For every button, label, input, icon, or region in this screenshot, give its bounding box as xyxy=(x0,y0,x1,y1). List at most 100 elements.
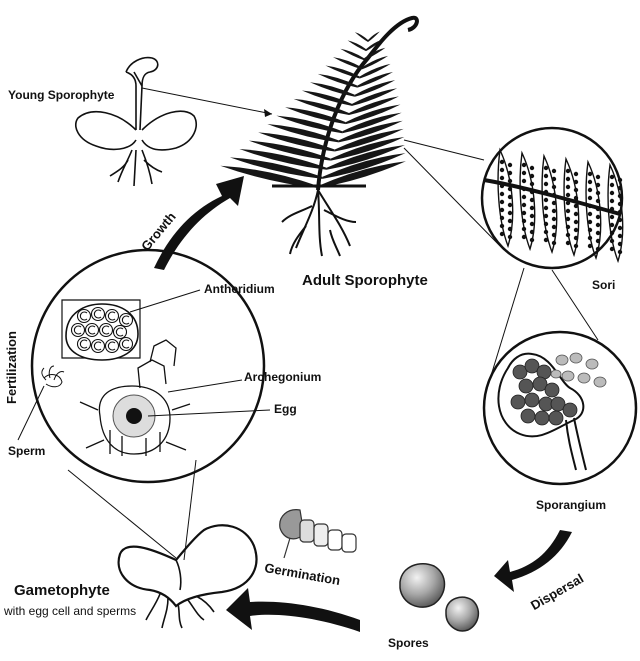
sorus-dot xyxy=(609,222,615,228)
sorus-dot xyxy=(521,170,527,176)
sorus-dot xyxy=(573,195,579,201)
sorus-dot xyxy=(521,178,527,184)
sorus-dot xyxy=(551,232,557,238)
sorus-dot xyxy=(565,192,571,198)
antheridium-cell xyxy=(90,306,106,322)
pinna xyxy=(326,145,405,170)
spore-cell xyxy=(534,410,550,426)
spore-cell xyxy=(512,364,528,380)
sorus-dot xyxy=(617,225,623,231)
sporangium-magnifier xyxy=(482,330,638,486)
antheridium-label: Antheridium xyxy=(204,282,275,296)
sorus-dot xyxy=(529,173,535,179)
archegonium-label: Archegonium xyxy=(244,370,322,384)
pinna xyxy=(334,128,404,152)
sperm-coil xyxy=(73,325,82,335)
sorus-dot xyxy=(507,194,513,200)
sorus-dot xyxy=(595,214,601,220)
sorus-dot xyxy=(507,186,513,192)
antheridium-cell xyxy=(118,336,134,352)
sperm-coil xyxy=(101,325,110,335)
sorus-dot xyxy=(543,229,549,235)
pinna xyxy=(293,98,349,115)
sorus-dot xyxy=(573,227,579,233)
sorus-dot xyxy=(595,174,601,180)
sorus-dot xyxy=(595,246,601,252)
sorus-dot xyxy=(507,234,513,240)
spores-illustration xyxy=(399,562,480,632)
pinna xyxy=(318,161,406,188)
sori-label: Sori xyxy=(592,278,616,292)
sorus-dot xyxy=(565,168,571,174)
spore-cell xyxy=(510,394,526,410)
pinna xyxy=(357,72,393,88)
sorus-dot xyxy=(587,219,593,225)
pinna xyxy=(267,123,339,143)
sorus-dot xyxy=(617,193,623,199)
spore-cell xyxy=(524,358,540,374)
sorus-dot xyxy=(543,221,549,227)
sorus-dot xyxy=(529,197,535,203)
pinna xyxy=(220,165,318,188)
sorus-dot xyxy=(521,162,527,168)
germination-illustration xyxy=(279,509,357,559)
pinna xyxy=(276,115,343,134)
sorus-dot xyxy=(529,221,535,227)
sorus-dot xyxy=(543,181,549,187)
sorus-dot xyxy=(529,181,535,187)
sorus-dot xyxy=(609,174,615,180)
sorus-dot xyxy=(529,165,535,171)
pinna xyxy=(229,157,323,179)
sorus-dot xyxy=(499,231,505,237)
sorus-dot xyxy=(551,240,557,246)
sorus-dot xyxy=(551,168,557,174)
antheridium-cell xyxy=(76,308,92,324)
spore-cell xyxy=(524,392,540,408)
sorus-dot xyxy=(507,162,513,168)
sorus-dot xyxy=(529,213,535,219)
spore-cell xyxy=(562,402,578,418)
sorus-dot xyxy=(543,205,549,211)
sporangium-label: Sporangium xyxy=(536,498,607,512)
pinna xyxy=(354,32,368,42)
antheridium-cell xyxy=(104,338,120,354)
sorus-dot xyxy=(551,184,557,190)
sorus-dot xyxy=(617,185,623,191)
sorus-dot xyxy=(543,237,549,243)
sorus-dot xyxy=(587,187,593,193)
gametophyte-label: Gametophyte xyxy=(14,582,110,599)
sorus-dot xyxy=(507,202,513,208)
sorus-dot xyxy=(565,224,571,230)
pinna xyxy=(352,88,398,106)
sorus-dot xyxy=(565,232,571,238)
sorus-dot xyxy=(595,190,601,196)
sorus-dot xyxy=(587,211,593,217)
egg-label: Egg xyxy=(274,402,297,416)
sorus-dot xyxy=(551,216,557,222)
sorus-dot xyxy=(587,235,593,241)
fertilization-label: Fertilization xyxy=(4,331,19,404)
antheridium-cell xyxy=(70,322,86,338)
young-sporophyte-illustration xyxy=(74,56,198,187)
sori-pinna xyxy=(607,162,624,264)
pinna xyxy=(342,112,402,134)
young-sporophyte-label: Young Sporophyte xyxy=(8,88,115,102)
pinna xyxy=(338,120,403,143)
growth-arrow xyxy=(154,176,244,270)
sorus-dot xyxy=(507,210,513,216)
sorus-dot xyxy=(617,241,623,247)
fertilization-leaders xyxy=(17,289,271,561)
gametophyte-subtitle: with egg cell and sperms xyxy=(4,604,137,618)
pinna xyxy=(354,80,396,97)
sorus-dot xyxy=(587,243,593,249)
pinna xyxy=(317,73,358,88)
sorus-dot xyxy=(565,208,571,214)
sorus-dot xyxy=(573,187,579,193)
antheridium-cell xyxy=(98,322,114,338)
sperm-coil xyxy=(121,339,130,349)
sorus-dot xyxy=(617,233,623,239)
sori-magnifier xyxy=(480,126,624,270)
pinna xyxy=(364,47,386,61)
